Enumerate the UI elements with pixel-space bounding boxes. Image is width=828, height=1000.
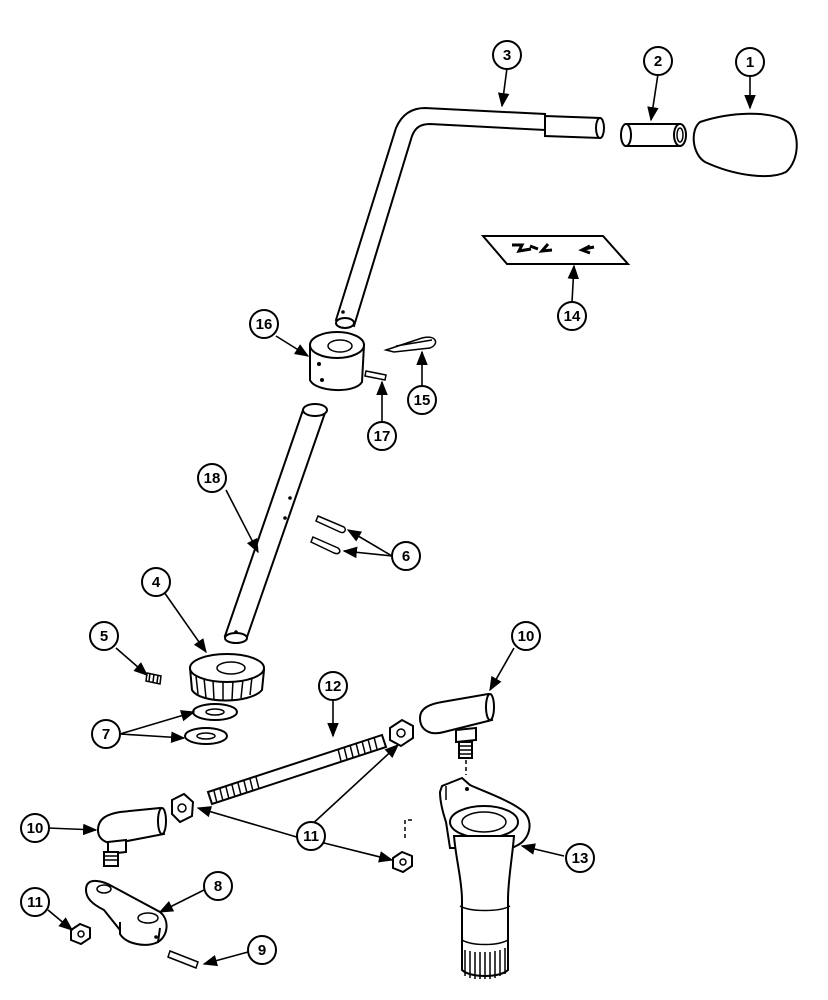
callout-13-label: 13 (572, 850, 589, 867)
callout-16-label: 16 (256, 316, 273, 333)
part-sleeve (620, 123, 687, 147)
part-shift-arm (404, 760, 531, 979)
part-bracket (84, 879, 168, 946)
part-hairpin-clip (383, 336, 437, 353)
callout-8-label: 8 (214, 878, 222, 895)
part-set-screw (145, 672, 162, 685)
part-pin (167, 950, 199, 969)
callout-10-upper-label: 10 (518, 628, 535, 645)
part-cotter-pins (310, 515, 346, 555)
part-ball-joint-lower (96, 806, 167, 867)
part-knob (692, 112, 798, 178)
callout-3: 3 (492, 40, 522, 70)
callout-2: 2 (643, 46, 673, 76)
callout-14: 14 (557, 301, 587, 331)
part-coupler (309, 331, 366, 392)
callout-9: 9 (247, 935, 277, 965)
part-threaded-rod (206, 733, 388, 806)
callout-10-upper: 10 (511, 621, 541, 651)
part-lower-tube (223, 403, 328, 644)
part-knurled-nut (188, 653, 266, 702)
callout-18-label: 18 (204, 470, 221, 487)
callout-6-label: 6 (402, 548, 410, 565)
callout-12: 12 (318, 671, 348, 701)
callout-11-left-label: 11 (27, 894, 43, 911)
callout-15: 15 (407, 385, 437, 415)
part-roll-pin (364, 370, 387, 381)
callout-11-center: 11 (296, 821, 326, 851)
callout-16: 16 (249, 309, 279, 339)
callout-1-label: 1 (746, 54, 754, 71)
callout-11-left: 11 (20, 887, 50, 917)
callout-2-label: 2 (654, 53, 662, 70)
callout-15-label: 15 (414, 392, 431, 409)
callout-13: 13 (565, 843, 595, 873)
leader-lines (47, 67, 756, 967)
part-washers (184, 703, 238, 745)
callout-4: 4 (141, 567, 171, 597)
part-nuts (70, 718, 414, 946)
callout-9-label: 9 (258, 942, 266, 959)
callout-5: 5 (89, 621, 119, 651)
callout-7: 7 (91, 719, 121, 749)
callout-11-center-label: 11 (303, 828, 319, 845)
part-ball-joint-upper (418, 692, 495, 759)
callout-7-label: 7 (102, 726, 110, 743)
callout-10-lower-label: 10 (27, 820, 44, 837)
callout-6: 6 (391, 541, 421, 571)
callout-17: 17 (367, 421, 397, 451)
callout-14-label: 14 (564, 308, 581, 325)
callout-3-label: 3 (503, 47, 511, 64)
callout-1: 1 (735, 47, 765, 77)
callout-17-label: 17 (374, 428, 391, 445)
part-decal (480, 235, 631, 265)
callout-12-label: 12 (325, 678, 342, 695)
callout-18: 18 (197, 463, 227, 493)
callout-8: 8 (203, 871, 233, 901)
callout-5-label: 5 (100, 628, 108, 645)
part-lever-tube (334, 106, 605, 329)
callouts: 1 2 3 4 5 6 7 8 (20, 40, 765, 965)
callout-4-label: 4 (152, 574, 161, 591)
callout-10-lower: 10 (20, 813, 50, 843)
